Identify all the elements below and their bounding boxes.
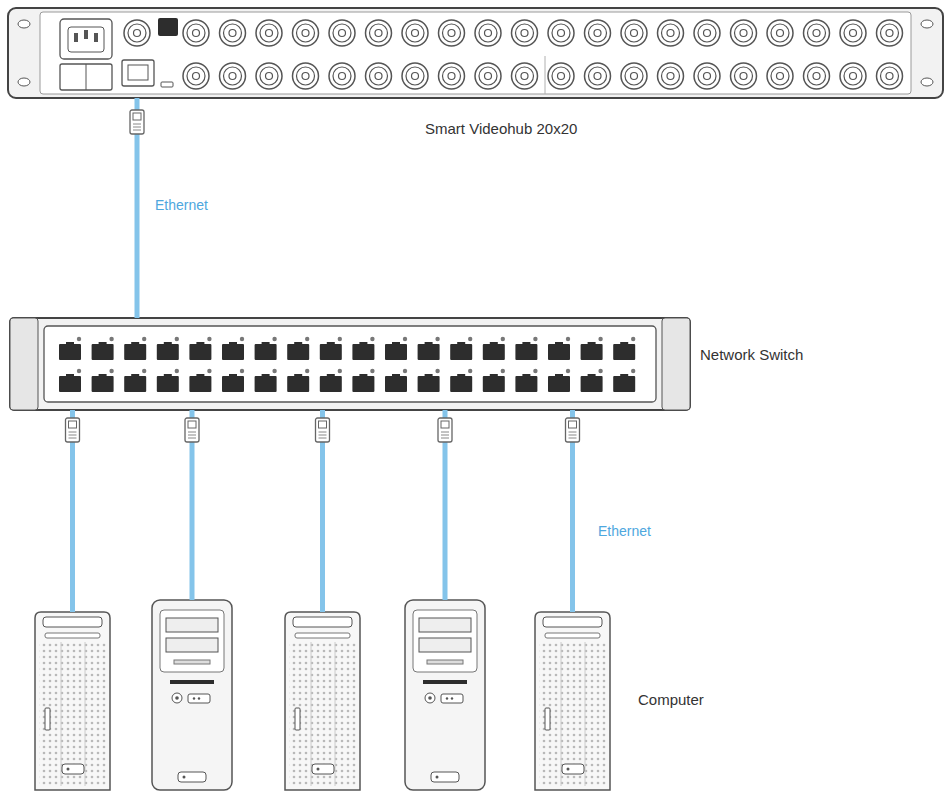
computer: Computer <box>535 612 610 790</box>
device-label: Smart Videohub 20x20 <box>425 120 577 138</box>
cable-label: Ethernet <box>152 196 211 215</box>
computer <box>285 612 360 790</box>
cable-label: Ethernet <box>595 522 654 541</box>
device-label: Network Switch <box>700 346 803 364</box>
computer <box>35 612 110 790</box>
videohub-chassis <box>8 8 943 98</box>
computer-illustrations <box>35 600 610 790</box>
computer <box>405 600 485 790</box>
device-label: Computer <box>638 691 704 709</box>
computer <box>152 600 232 790</box>
network-switch: Network Switch <box>10 318 690 410</box>
switch-chassis <box>10 318 690 410</box>
videohub-device: Smart Videohub 20x20 <box>8 8 943 98</box>
